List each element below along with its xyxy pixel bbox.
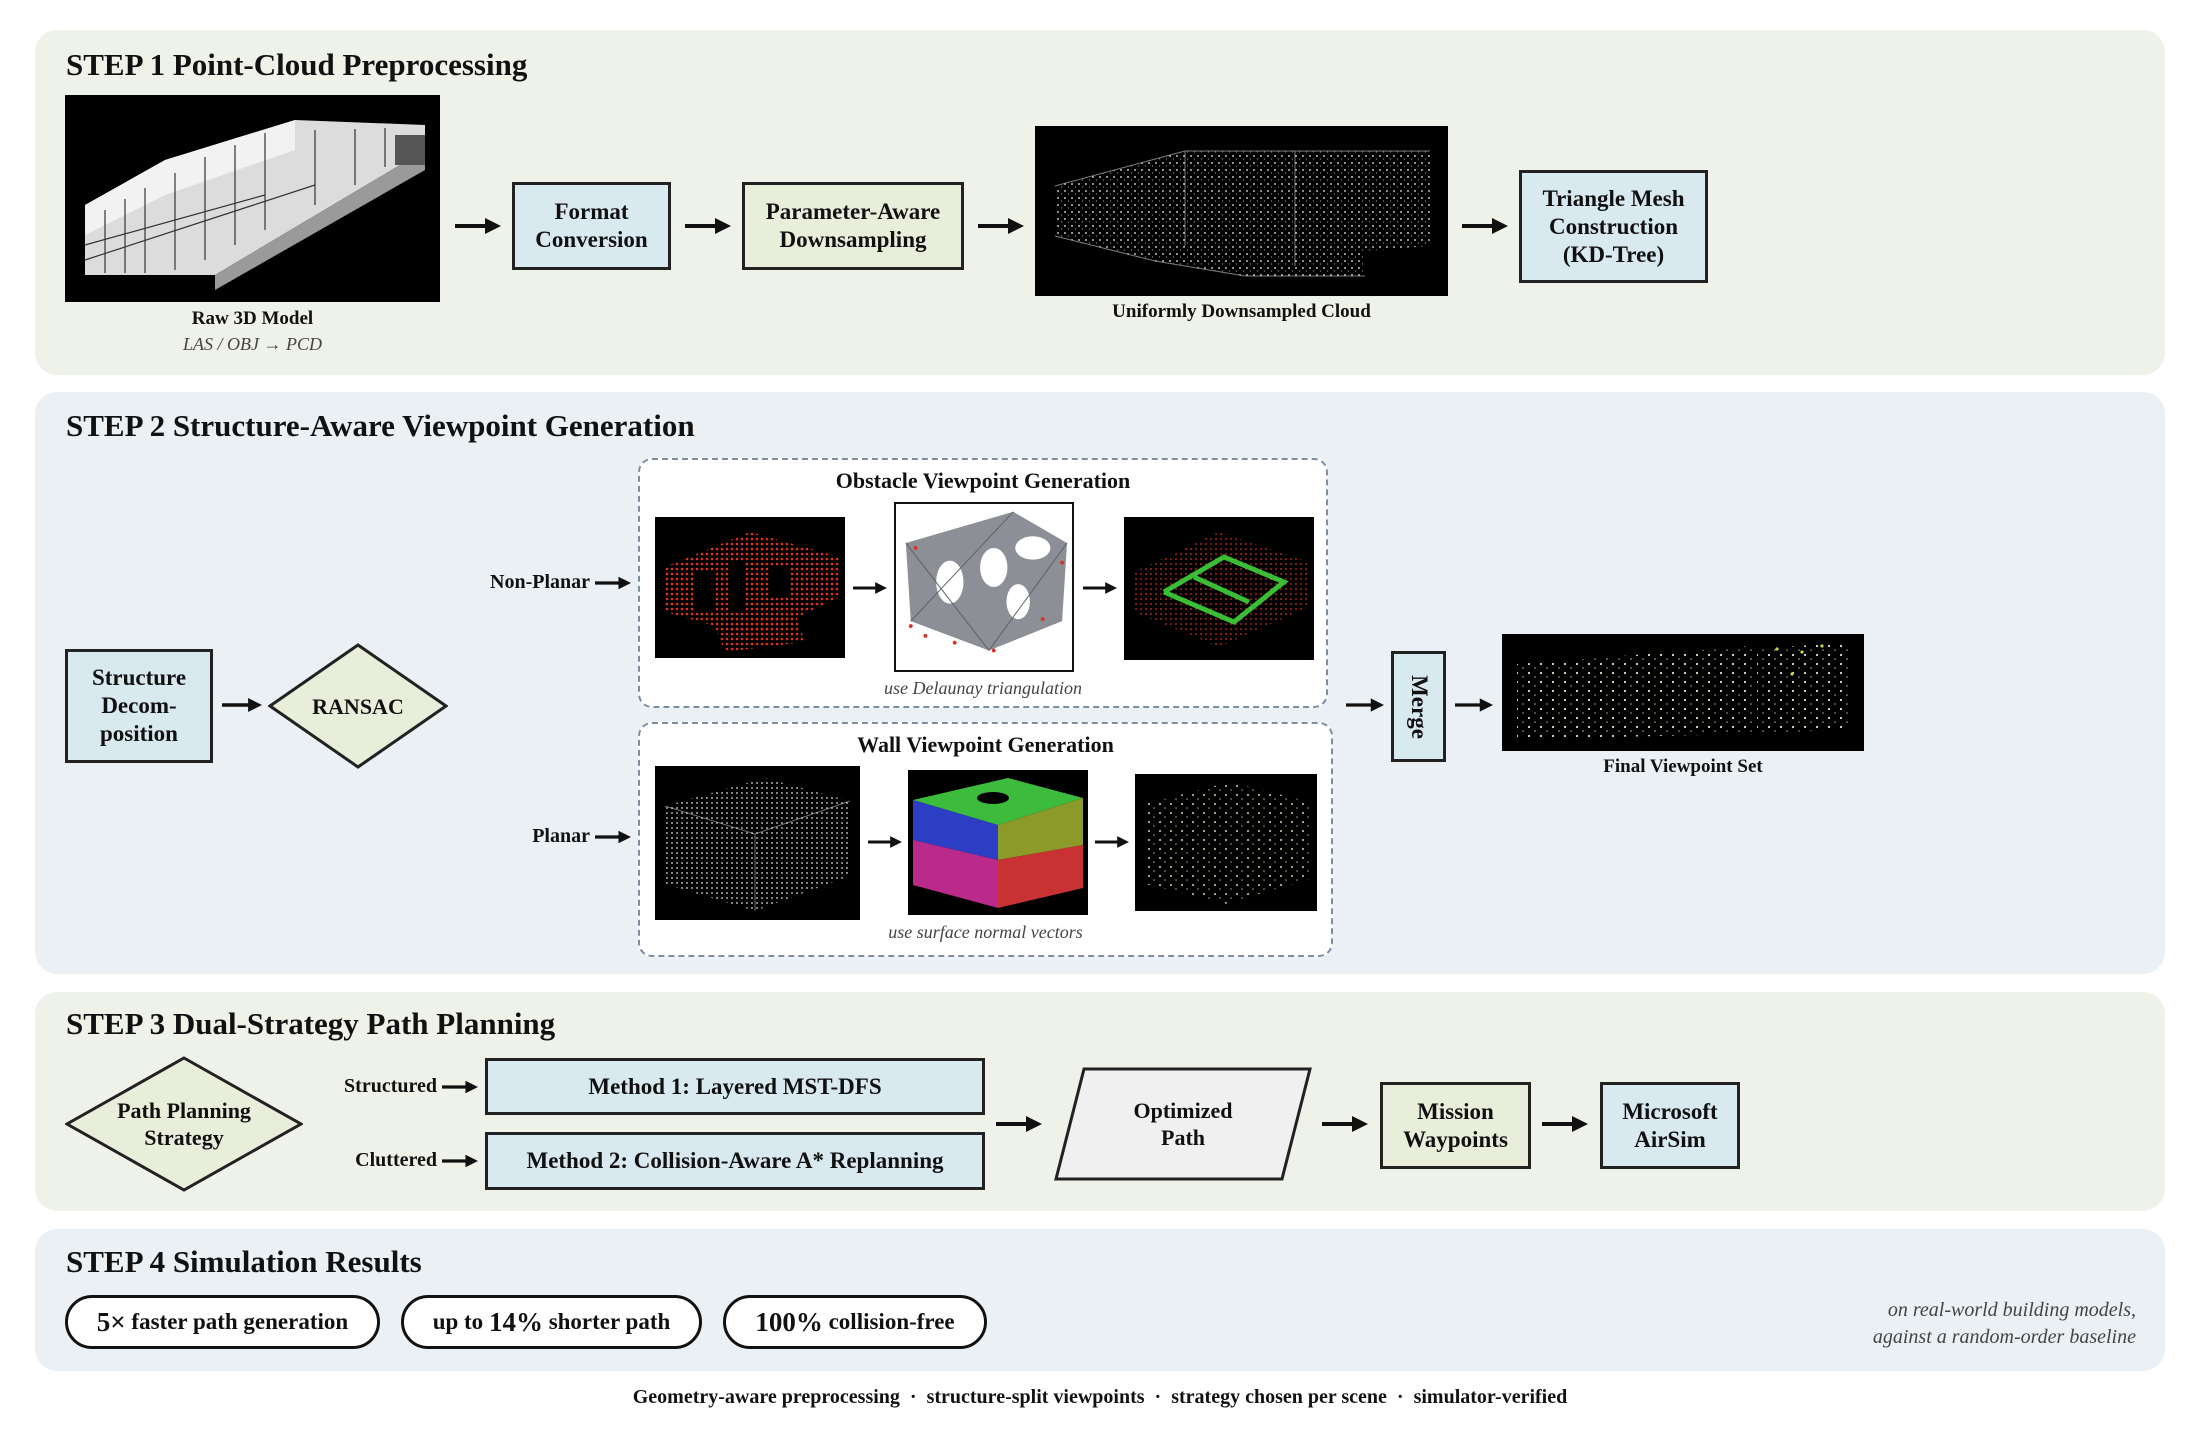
step2-title: STEP 2 Structure-Aware Viewpoint Generat… (66, 408, 695, 443)
downsampling-line2: Downsampling (779, 227, 927, 252)
arrow-structure-to-ransac (222, 695, 262, 715)
raw-model-format-note: LAS / OBJ → PCD (183, 334, 322, 354)
final-viewpoint-set-caption: Final Viewpoint Set (1603, 756, 1763, 777)
result3-text: collision-free (822, 1309, 955, 1334)
optimized-line2: Path (1161, 1125, 1205, 1150)
arrow-obstacle-2 (1083, 578, 1117, 598)
arrow-merge-to-final (1455, 695, 1493, 715)
structure-line1: Structure (91, 665, 187, 690)
format-conversion-line1: Format (554, 199, 629, 224)
structure-line2: Decom- (101, 693, 177, 718)
result-collision-free: 100% collision-free (723, 1295, 987, 1349)
step3-title: STEP 3 Dual-Strategy Path Planning (66, 1006, 556, 1041)
airsim-line2: AirSim (1634, 1126, 1706, 1152)
arrow-waypoints-to-airsim (1542, 1114, 1588, 1134)
ransac-label: RANSAC (312, 693, 404, 719)
airsim-line1: Microsoft (1622, 1098, 1718, 1124)
mesh-line1: Triangle Mesh (1542, 185, 1685, 211)
step1-title: STEP 1 Point-Cloud Preprocessing (66, 47, 528, 82)
structure-line3: position (100, 721, 178, 746)
wall-viewpoint-title: Wall Viewpoint Generation (857, 732, 1114, 757)
downsampled-cloud-image (1035, 126, 1448, 296)
format-conversion-line2: Conversion (535, 227, 648, 252)
downsampling-line1: Parameter-Aware (765, 199, 941, 224)
strategy-line1: Path Planning (117, 1098, 251, 1123)
arrow-methods-to-path (996, 1114, 1042, 1134)
obstacle-delaunay-note: use Delaunay triangulation (884, 678, 1082, 698)
merge-box: Merge (1391, 651, 1446, 762)
delaunay-mesh-image (894, 502, 1074, 672)
mission-line1: Mission (1417, 1098, 1494, 1124)
strategy-line2: Strategy (144, 1125, 224, 1150)
wall-viewpoints-image (1135, 774, 1317, 911)
arrow-cloud-to-mesh (1462, 216, 1508, 236)
optimized-line1: Optimized (1133, 1098, 1233, 1123)
final-viewpoint-set-image (1502, 634, 1864, 751)
result3-value: 100% (755, 1306, 823, 1337)
arrow-downsampling-to-cloud (978, 216, 1024, 236)
arrow-cluttered (442, 1151, 478, 1171)
ransac-diamond: RANSAC (268, 643, 448, 769)
planar-label: Planar (532, 825, 590, 847)
merge-label: Merge (1406, 674, 1432, 739)
result-faster-generation: 5× faster path generation (65, 1295, 380, 1349)
method2-box: Method 2: Collision-Aware A* Replanning (485, 1132, 985, 1190)
step4-title: STEP 4 Simulation Results (66, 1244, 422, 1279)
method1-box: Method 1: Layered MST-DFS (485, 1058, 985, 1115)
mesh-line2: Construction (1548, 213, 1679, 239)
result2-prefix: up to (432, 1309, 489, 1334)
arrow-nonplanar (595, 573, 631, 593)
note-line1: on real-world building models, (1887, 1299, 2136, 1321)
obstacle-red-cloud-image (655, 517, 845, 658)
structured-label: Structured (344, 1075, 437, 1097)
nonplanar-label: Non-Planar (490, 571, 590, 593)
results-context-note: on real-world building models, against a… (1873, 1297, 2136, 1351)
result1-text: faster path generation (125, 1309, 349, 1334)
arrow-to-merge (1346, 695, 1384, 715)
arrow-obstacle-1 (853, 578, 887, 598)
obstacle-green-viewpoints-image (1124, 517, 1314, 660)
mission-line2: Waypoints (1403, 1126, 1508, 1152)
wall-normals-note: use surface normal vectors (888, 922, 1083, 942)
raw-3d-model-image (65, 95, 440, 302)
arrow-structured (442, 1077, 478, 1097)
arrow-planar (595, 827, 631, 847)
obstacle-viewpoint-title: Obstacle Viewpoint Generation (835, 468, 1131, 493)
arrow-path-to-waypoints (1322, 1114, 1368, 1134)
raw-model-caption: Raw 3D Model (191, 308, 314, 329)
arrow-raw-to-format (455, 216, 501, 236)
result-shorter-path: up to 14% shorter path (401, 1295, 702, 1349)
arrow-wall-1 (868, 832, 902, 852)
result1-value: 5× (96, 1306, 126, 1337)
step4-panel: STEP 4 Simulation Results (35, 1229, 2165, 1371)
footer-summary: Geometry-aware preprocessing · structure… (632, 1386, 1568, 1408)
result2-text: shorter path (542, 1309, 671, 1334)
cluttered-label: Cluttered (355, 1149, 437, 1171)
note-line2: against a random-order baseline (1872, 1326, 2136, 1348)
arrow-format-to-downsampling (685, 216, 731, 236)
mesh-line3: (KD-Tree) (1562, 241, 1665, 267)
downsampled-cloud-caption: Uniformly Downsampled Cloud (1112, 301, 1371, 322)
surface-normal-segments-image (908, 770, 1088, 915)
arrow-wall-2 (1095, 832, 1129, 852)
result2-value: 14% (488, 1306, 543, 1337)
wall-planar-cloud-image (655, 766, 860, 920)
